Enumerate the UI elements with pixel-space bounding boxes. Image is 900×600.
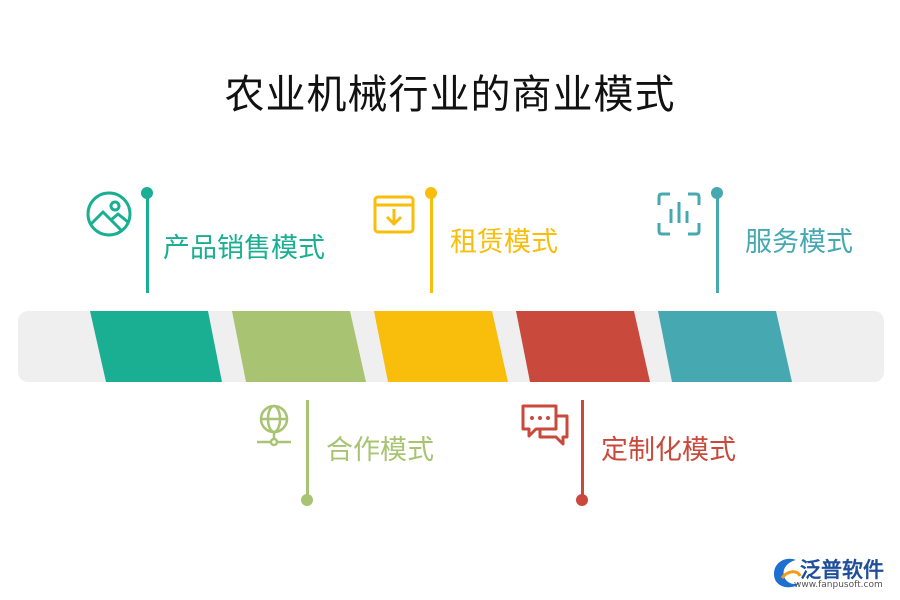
image-circle-icon: [86, 191, 132, 237]
dot-product-sales: [141, 187, 153, 199]
dot-customization: [576, 494, 588, 506]
dot-leasing: [425, 187, 437, 199]
label-product-sales: 产品销售模式: [163, 233, 325, 264]
stem-customization: [581, 400, 584, 500]
segment-cooperation: [232, 311, 366, 382]
label-leasing: 租赁模式: [450, 227, 558, 258]
chat-bubble-icon: [521, 404, 569, 446]
page-title: 农业机械行业的商业模式: [224, 72, 676, 118]
watermark-name: 泛普软件: [800, 558, 884, 582]
globe-node-icon: [257, 404, 291, 447]
label-customization: 定制化模式: [601, 435, 736, 466]
bar-chart-frame-icon: [657, 192, 701, 236]
stem-product-sales: [146, 196, 149, 293]
download-box-icon: [373, 195, 415, 234]
dot-service: [711, 187, 723, 199]
stem-cooperation: [306, 400, 309, 500]
watermark-url: www.fanpusoft.com: [794, 580, 883, 590]
segment-leasing: [374, 311, 508, 382]
fanpu-logo-icon: [774, 558, 802, 588]
dot-cooperation: [301, 494, 313, 506]
stem-service: [716, 196, 719, 293]
segment-product-sales: [90, 311, 222, 382]
segment-service: [658, 311, 792, 382]
segment-customization: [516, 311, 650, 382]
stem-leasing: [430, 196, 433, 293]
label-service: 服务模式: [745, 227, 853, 258]
label-cooperation: 合作模式: [326, 435, 434, 466]
